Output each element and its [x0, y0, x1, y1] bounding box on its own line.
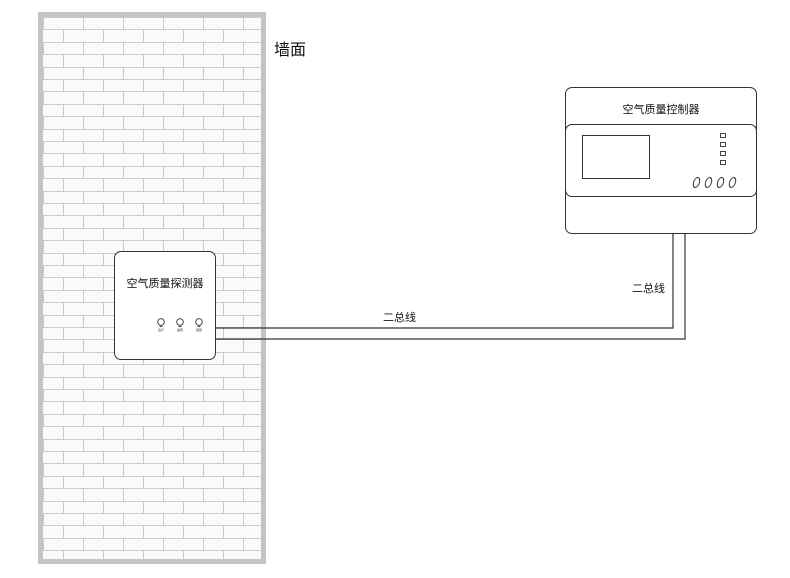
panel-key-3: [720, 151, 726, 156]
bus-label-vertical: 二总线: [632, 282, 665, 295]
indicator-run-icon: 运行: [157, 318, 165, 333]
panel-knob-3: [715, 177, 726, 188]
indicator-run-caption: 运行: [157, 328, 164, 332]
display-screen: [582, 135, 650, 179]
controller-front-panel: [565, 124, 757, 197]
air-quality-controller: 空气质量控制器: [565, 87, 757, 234]
indicator-alarm-icon: 报警: [195, 318, 203, 333]
panel-key-1: [720, 133, 726, 138]
wall-label: 墙面: [274, 40, 307, 59]
detector-title: 空气质量探测器: [126, 277, 204, 290]
panel-key-2: [720, 142, 726, 147]
panel-key-4: [720, 160, 726, 165]
panel-knob-2: [703, 177, 714, 188]
indicator-alarm-caption: 报警: [195, 328, 202, 332]
indicator-fault-caption: 故障: [176, 328, 183, 332]
bus-wire-outer: [216, 234, 674, 329]
bus-label-horizontal: 二总线: [383, 311, 416, 324]
bus-wire-inner: [216, 234, 686, 340]
panel-knob-4: [727, 177, 738, 188]
air-quality-detector: 空气质量探测器 运行 故障 报警: [114, 251, 216, 360]
controller-title: 空气质量控制器: [622, 103, 700, 116]
indicator-fault-icon: 故障: [176, 318, 184, 333]
panel-knob-1: [691, 177, 702, 188]
